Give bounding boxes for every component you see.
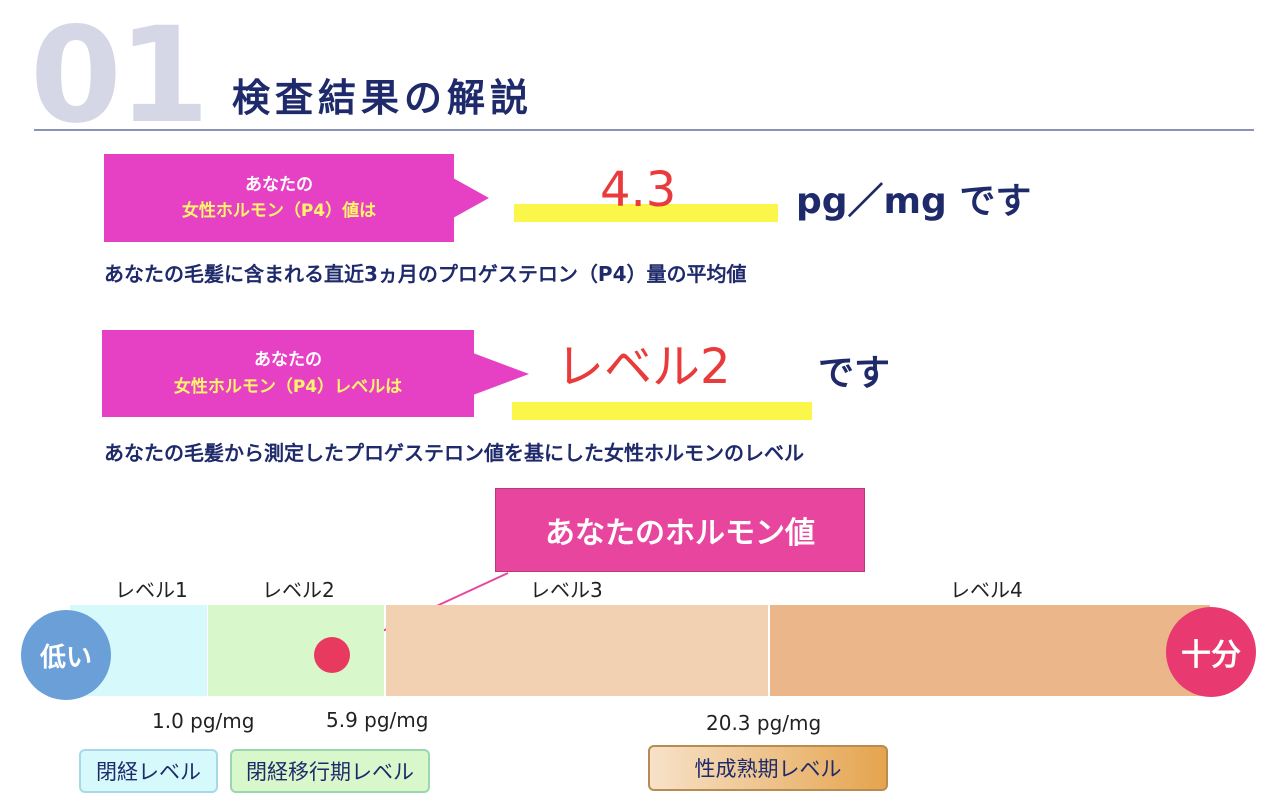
level-suffix: です <box>818 353 891 394</box>
hormone-value: 4.3 <box>600 162 677 218</box>
level-callout: あなたの 女性ホルモン（P4）レベルは <box>102 330 474 417</box>
value-unit: pg／mg です <box>796 181 1032 222</box>
your-hormone-label: あなたのホルモン値 <box>495 488 865 572</box>
level-1-label: レベル1 <box>115 578 188 602</box>
level-2-label: レベル2 <box>262 578 335 602</box>
threshold-2: 5.9 pg/mg <box>326 708 429 732</box>
value-callout: あなたの 女性ホルモン（P4）値は <box>104 154 454 242</box>
hormone-level: レベル2 <box>556 339 731 395</box>
level-callout-line1: あなたの <box>254 350 322 371</box>
page-title: 検査結果の解説 <box>232 76 534 120</box>
level-callout-pointer <box>473 353 529 395</box>
stage-menopausal-transition: 閉経移行期レベル <box>230 749 430 793</box>
title-divider <box>34 129 1254 131</box>
level-callout-line2: 女性ホルモン（P4）レベルは <box>173 376 403 397</box>
level-4-label: レベル4 <box>950 578 1023 602</box>
level-highlight-bar <box>512 402 812 420</box>
level-4-segment <box>770 605 1210 696</box>
value-callout-pointer <box>453 178 489 218</box>
low-end-badge: 低い <box>21 610 111 700</box>
value-description: あなたの毛髪に含まれる直近3ヵ月のプロゲステロン（P4）量の平均値 <box>104 262 747 286</box>
level-description: あなたの毛髪から測定したプロゲステロン値を基にした女性ホルモンのレベル <box>104 441 804 465</box>
value-highlight-bar <box>514 204 778 222</box>
level-2-segment <box>208 605 384 696</box>
value-callout-line1: あなたの <box>245 174 313 195</box>
stage-reproductive: 性成熟期レベル <box>648 745 888 791</box>
level-3-segment <box>386 605 768 696</box>
section-number: 01 <box>30 0 210 153</box>
high-end-badge: 十分 <box>1166 607 1256 697</box>
stage-menopause: 閉経レベル <box>79 749 218 793</box>
value-callout-line2: 女性ホルモン（P4）値は <box>181 201 377 221</box>
threshold-1: 1.0 pg/mg <box>152 709 255 733</box>
threshold-3: 20.3 pg/mg <box>706 711 822 735</box>
your-value-marker <box>314 637 350 673</box>
level-3-label: レベル3 <box>530 578 603 602</box>
